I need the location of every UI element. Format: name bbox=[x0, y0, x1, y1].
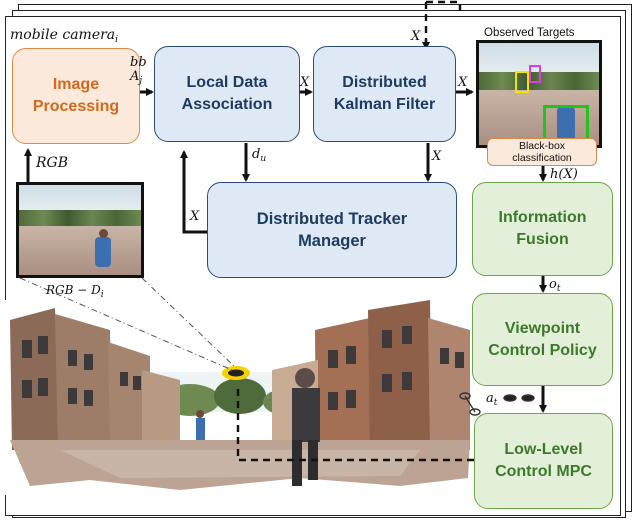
drone-icon-small bbox=[459, 392, 535, 416]
local-data-association-node: Local Data Association bbox=[154, 46, 300, 142]
black-box-classification-label: Black-box classification bbox=[487, 138, 597, 166]
x-label-top: X bbox=[411, 29, 421, 44]
ot-label: ot bbox=[549, 277, 561, 295]
x-label-dkf-dtm: X bbox=[432, 149, 442, 164]
target-person bbox=[557, 107, 575, 141]
aj-label: Aj bbox=[130, 69, 143, 87]
observed-targets-image bbox=[476, 40, 602, 148]
x-label-lda-dkf: X bbox=[300, 75, 310, 90]
rgbd-label: RGB − Di bbox=[46, 283, 104, 300]
rgb-camera-image bbox=[16, 182, 144, 278]
bbox-yellow bbox=[515, 71, 529, 93]
scene-illustration bbox=[0, 300, 475, 495]
x-label-dkf-out: X bbox=[458, 75, 468, 90]
distributed-kalman-filter-node: Distributed Kalman Filter bbox=[313, 46, 456, 142]
distributed-tracker-manager-node: Distributed Tracker Manager bbox=[207, 182, 457, 278]
low-level-control-mpc-node: Low-Level Control MPC bbox=[474, 413, 613, 509]
camera-person bbox=[95, 237, 111, 267]
x-label-feedback: X bbox=[190, 209, 200, 224]
hx-label: h(X) bbox=[550, 167, 578, 182]
image-processing-node: Image Processing bbox=[12, 48, 140, 144]
observed-targets-title: Observed Targets bbox=[484, 27, 575, 39]
frame-label: mobile camerai bbox=[10, 27, 119, 45]
bb-label: bb bbox=[130, 55, 147, 70]
rgb-label: RGB bbox=[36, 155, 69, 171]
information-fusion-node: Information Fusion bbox=[472, 182, 613, 276]
du-label: du bbox=[252, 147, 267, 165]
at-label: at bbox=[486, 391, 498, 409]
bbox-magenta bbox=[529, 65, 541, 83]
viewpoint-control-policy-node: Viewpoint Control Policy bbox=[472, 293, 613, 386]
